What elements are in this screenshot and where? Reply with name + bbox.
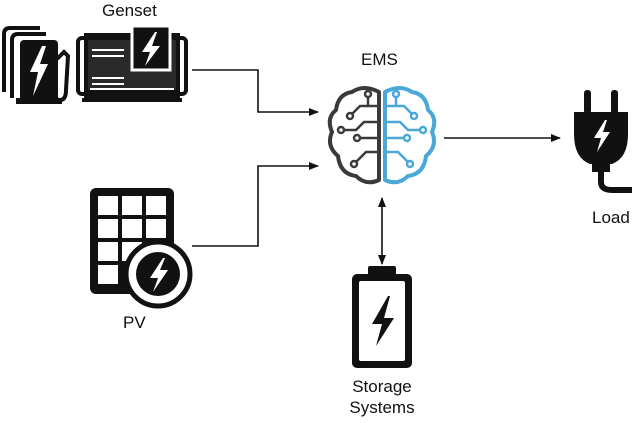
pv-to-ems-arrow [192,162,319,247]
electric-plug-icon [574,90,632,193]
fuel-pump-icon [2,26,71,104]
load-label: Load [592,208,630,227]
battery-icon [352,266,412,368]
storage-label-line2: Systems [349,398,415,417]
storage-label: Storage Systems [342,376,422,418]
storage-label-line1: Storage [352,377,412,396]
solar-panel-icon [90,188,193,309]
generator-icon [76,24,188,102]
pv-label: PV [123,313,146,332]
ems-label: EMS [361,50,398,69]
genset-label: Genset [102,1,157,20]
brain-circuit-icon [327,86,437,185]
genset-to-ems-arrow [192,69,319,116]
